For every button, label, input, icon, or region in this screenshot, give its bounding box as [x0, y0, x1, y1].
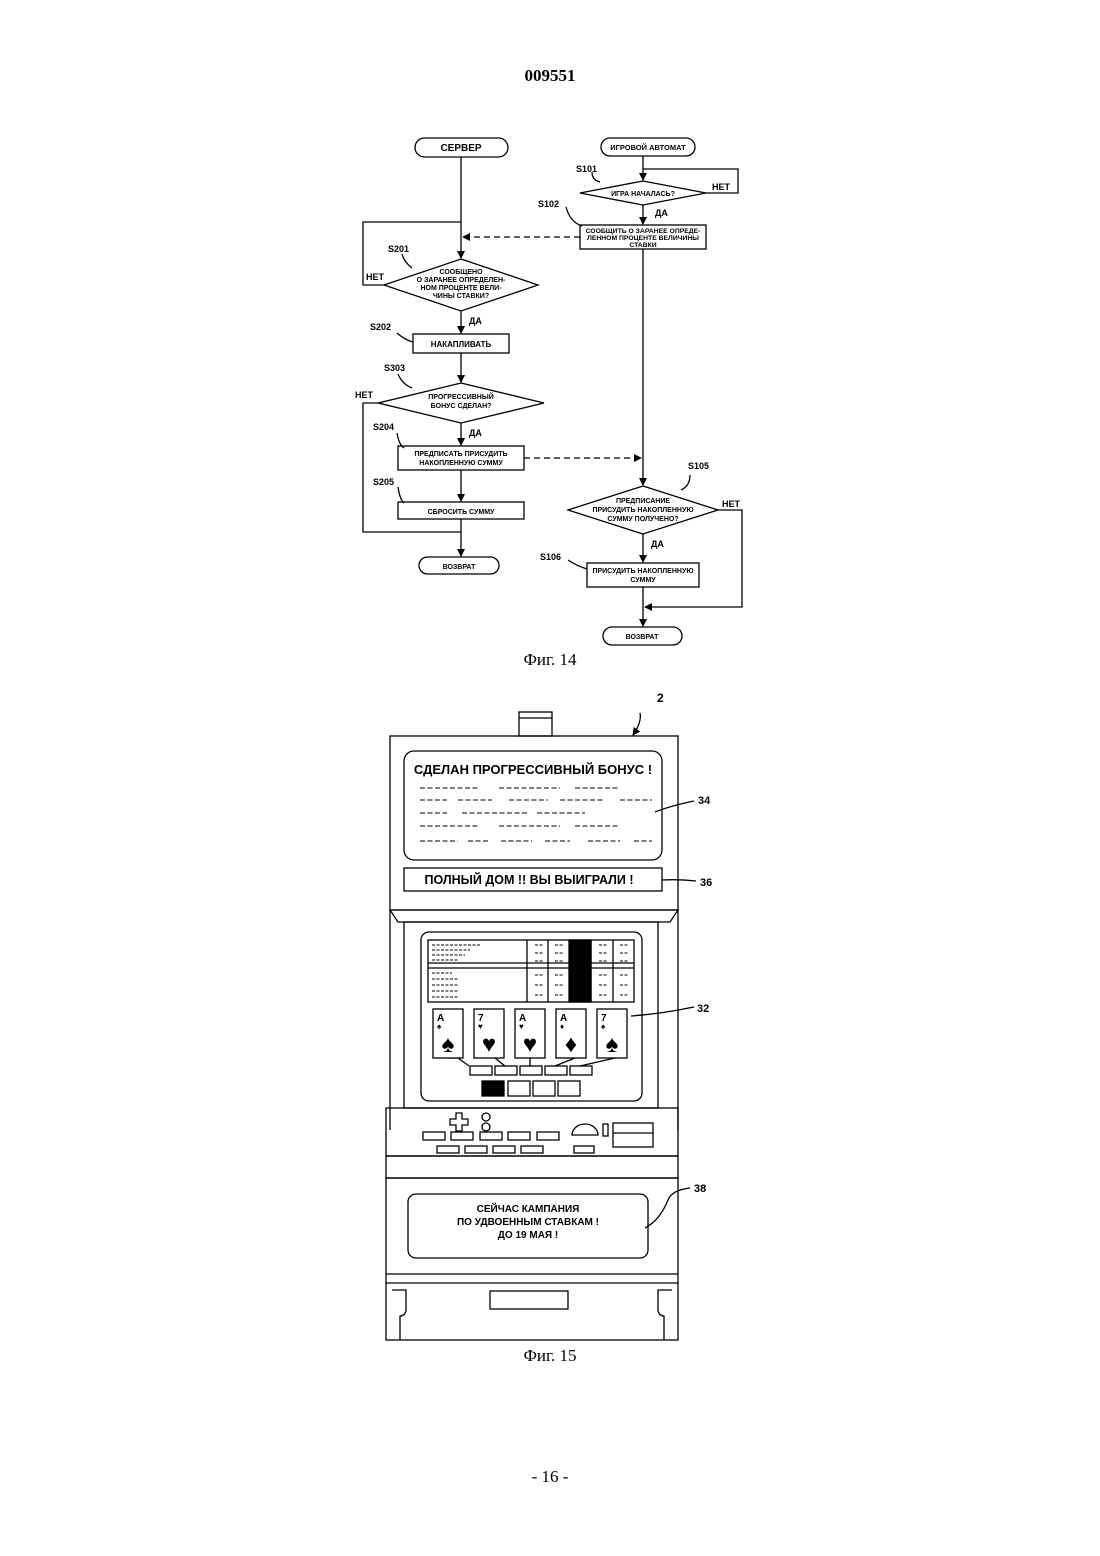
- ref-s204: S204: [373, 422, 394, 432]
- s201-line-4: ЧИНЫ СТАВКИ?: [433, 293, 489, 300]
- cross-key: [450, 1113, 468, 1131]
- ref-sub-display: 36: [700, 877, 712, 889]
- s102-line-3: СТАВКИ: [629, 242, 656, 249]
- s201-line-1: СООБЩЕНО: [439, 269, 483, 276]
- credit-box-4: [558, 1081, 580, 1096]
- lower-band: [386, 1156, 678, 1178]
- bottom-display-line-3: ДО 19 МАЯ !: [498, 1230, 558, 1241]
- svg-text:♠: ♠: [606, 1031, 619, 1058]
- svg-text:♥: ♥: [519, 1022, 524, 1031]
- ref-machine: 2: [657, 691, 664, 705]
- ref-top-display: 34: [698, 795, 711, 807]
- svg-text:♠: ♠: [442, 1031, 455, 1058]
- return-left-label: ВОЗВРАТ: [443, 564, 477, 571]
- credit-box-3: [533, 1081, 555, 1096]
- ref-s303: S303: [384, 363, 405, 373]
- s102-line-1: СООБЩИТЬ О ЗАРАНЕЕ ОПРЕДЕ-: [586, 228, 701, 235]
- svg-text:♥: ♥: [482, 1031, 496, 1058]
- hold-button-4: [545, 1066, 567, 1075]
- ref-game-display: 32: [697, 1003, 709, 1015]
- top-display-title: СДЕЛАН ПРОГРЕССИВНЫЙ БОНУС !: [414, 762, 652, 777]
- card-2: 7 ♥ ♥: [474, 1009, 504, 1058]
- coin-tray: [490, 1291, 568, 1309]
- svg-text:♥: ♥: [478, 1022, 483, 1031]
- s106-line-2: СУММУ: [630, 577, 656, 584]
- credit-box-1: [482, 1081, 504, 1096]
- s202-text: НАКАПЛИВАТЬ: [431, 340, 492, 349]
- hold-button-2: [495, 1066, 517, 1075]
- s204-line-2: НАКОПЛЕННУЮ СУММУ: [419, 460, 503, 467]
- s201-yes: ДА: [469, 316, 482, 326]
- hold-button-1: [470, 1066, 492, 1075]
- card-3: A ♥ ♥: [515, 1009, 545, 1058]
- s201-line-2: О ЗАРАНЕЕ ОПРЕДЕЛЕН-: [417, 277, 506, 284]
- ref-s202: S202: [370, 322, 391, 332]
- s105-line-1: ПРЕДПИСАНИЕ: [616, 498, 670, 505]
- ref-s205: S205: [373, 477, 394, 487]
- s105-line-3: СУММУ ПОЛУЧЕНО?: [607, 516, 678, 523]
- s101-text: ИГРА НАЧАЛАСЬ?: [611, 191, 675, 198]
- s201-line-3: НОМ ПРОЦЕНТЕ ВЕЛИ-: [420, 285, 502, 292]
- ref-s106: S106: [540, 552, 561, 562]
- ref-s201: S201: [388, 244, 409, 254]
- top-lamp: [519, 712, 552, 736]
- figure-14-caption: Фиг. 14: [0, 650, 1100, 670]
- ref-s105: S105: [688, 461, 709, 471]
- s106-line-1: ПРИСУДИТЬ НАКОПЛЕННУЮ: [592, 568, 693, 575]
- figure-15-caption: Фиг. 15: [0, 1346, 1100, 1366]
- machine-label: ИГРОВОЙ АВТОМАТ: [610, 143, 686, 152]
- ref-s101: S101: [576, 164, 597, 174]
- bottom-display-line-2: ПО УДВОЕННЫМ СТАВКАМ !: [457, 1217, 599, 1228]
- s102-line-2: ЛЕННОМ ПРОЦЕНТЕ ВЕЛИЧИНЫ: [587, 235, 699, 242]
- page-footer: - 16 -: [0, 1467, 1100, 1487]
- s105-no: НЕТ: [722, 499, 741, 509]
- ref-s102: S102: [538, 199, 559, 209]
- server-label: СЕРВЕР: [440, 143, 481, 154]
- card-4: A ♦ ♦: [556, 1009, 586, 1058]
- card-5: 7 ♠ ♠: [597, 1009, 627, 1058]
- return-right-label: ВОЗВРАТ: [626, 634, 660, 641]
- s101-no: НЕТ: [712, 182, 731, 192]
- sub-display-text: ПОЛНЫЙ ДОМ !! ВЫ ВЫИГРАЛИ !: [424, 872, 633, 887]
- hold-button-5: [570, 1066, 592, 1075]
- s101-yes: ДА: [655, 208, 668, 218]
- coin-slot: [572, 1124, 598, 1135]
- s303-line-2: БОНУС СДЕЛАН?: [431, 403, 492, 410]
- ref-bottom-display: 38: [694, 1183, 706, 1195]
- svg-text:♦: ♦: [565, 1031, 577, 1058]
- bill-acceptor: [613, 1123, 653, 1147]
- s105-line-2: ПРИСУДИТЬ НАКОПЛЕННУЮ: [592, 507, 693, 514]
- s105-yes: ДА: [651, 539, 664, 549]
- credit-box-2: [508, 1081, 530, 1096]
- s303-line-1: ПРОГРЕССИВНЫЙ: [428, 392, 494, 401]
- card-1: A ♠ ♠: [433, 1009, 463, 1058]
- s204-line-1: ПРЕДПИСАТЬ ПРИСУДИТЬ: [414, 451, 507, 458]
- s303-no: НЕТ: [355, 390, 374, 400]
- s201-no: НЕТ: [366, 272, 385, 282]
- hold-button-3: [520, 1066, 542, 1075]
- s205-text: СБРОСИТЬ СУММУ: [428, 509, 495, 516]
- svg-text:♦: ♦: [560, 1022, 564, 1031]
- svg-text:♥: ♥: [523, 1031, 537, 1058]
- bottom-display-line-1: СЕЙЧАС КАМПАНИЯ: [477, 1202, 580, 1215]
- s303-yes: ДА: [469, 428, 482, 438]
